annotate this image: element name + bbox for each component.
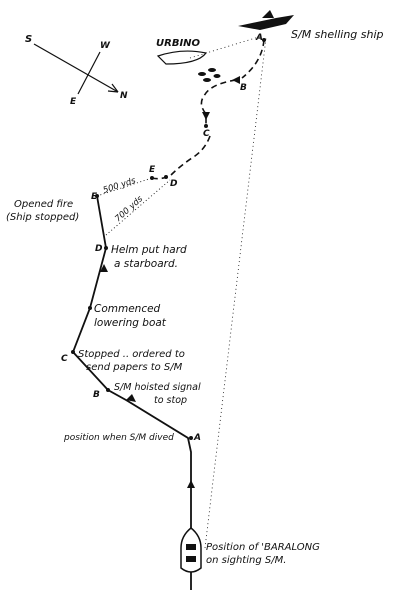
submarine-point-d	[164, 175, 168, 179]
baralong-point-e	[95, 194, 99, 198]
submarine-point-d-label: D	[170, 179, 178, 189]
opened-fire-line1: Opened fire	[14, 199, 73, 210]
baralong-ship-icon	[180, 527, 202, 573]
compass-w-e-line	[77, 51, 101, 95]
submarine-track	[151, 39, 265, 180]
range-700-label: 700 yds	[113, 194, 145, 224]
submarine-point-b-label: B	[240, 83, 247, 93]
helm-line1: Helm put hard	[111, 244, 187, 256]
range-700-line	[105, 179, 171, 236]
stopped-line1: Stopped .. ordered to	[78, 349, 185, 360]
commenced-line1: Commenced	[94, 303, 161, 315]
compass-n-arrowhead	[111, 83, 119, 93]
baralong-point-a	[189, 436, 193, 440]
lifeboat-icon	[213, 74, 221, 78]
range-500-line	[96, 177, 153, 197]
urbino-ship: URBINO	[156, 38, 208, 65]
stopped-line2: send papers to S/M	[86, 362, 183, 373]
baralong-points: A B C D E	[61, 192, 201, 443]
lifeboat-icon	[203, 78, 211, 82]
baralong-point-commenced	[88, 306, 92, 310]
lifeboat-icon	[208, 68, 216, 72]
position-when-dived-label: position when S/M dived	[63, 433, 174, 443]
compass-s-label: S	[25, 34, 32, 45]
submarine-hull-icon	[238, 15, 294, 30]
lifeboats	[198, 68, 221, 82]
submarine-point-e-label: E	[149, 165, 156, 175]
baralong-track-arrow	[187, 480, 195, 488]
opened-fire-line2: (Ship stopped)	[6, 212, 79, 223]
submarine-point-a-label: A	[255, 33, 263, 43]
submarine-point-e	[150, 176, 154, 180]
compass-w-label: W	[100, 41, 111, 51]
compass-s-n-line	[33, 43, 119, 93]
submarine-point-b	[236, 78, 240, 82]
compass-rose: S W E N	[25, 34, 128, 107]
hoisted-signal-line2: to stop	[154, 395, 187, 406]
urbino-hull-icon	[156, 50, 208, 65]
compass-n-label: N	[120, 91, 128, 101]
baralong-point-e-label: E	[91, 192, 98, 202]
shelling-line	[189, 35, 263, 59]
urbino-label: URBINO	[156, 38, 201, 49]
compass-n-arrowhead	[107, 90, 119, 93]
lifeboat-icon	[198, 72, 206, 76]
baralong-label-line1: Position of 'BARALONG	[206, 542, 320, 553]
baralong-point-b-label: B	[93, 390, 100, 400]
hoisted-signal-line1: S/M hoisted signal	[114, 382, 201, 393]
compass-e-label: E	[70, 97, 77, 107]
baralong-track-arrow	[100, 264, 108, 272]
submarine-conning-tower-icon	[262, 10, 274, 18]
baralong-label-line2: on sighting S/M.	[206, 555, 286, 566]
submarine-point-c	[204, 124, 208, 128]
sighting-line	[204, 37, 267, 549]
helm-line2: a starboard.	[114, 258, 178, 270]
range-500-label: 500 yds	[102, 176, 138, 196]
baralong-track-arrow	[126, 394, 136, 402]
submarine-point-a	[262, 38, 266, 42]
baralong-point-c-label: C	[61, 354, 68, 364]
commenced-line2: lowering boat	[94, 317, 167, 329]
baralong-point-d-label: D	[95, 244, 103, 254]
submarine-label: S/M shelling ship	[291, 28, 384, 41]
baralong-point-b	[106, 388, 110, 392]
baralong-point-d	[104, 246, 108, 250]
baralong-point-a-label: A	[193, 433, 201, 443]
submarine-track-arrow	[202, 112, 210, 120]
submarine-point-c-label: C	[203, 129, 210, 139]
baralong-point-c	[71, 350, 75, 354]
submarine-shelling: S/M shelling ship	[238, 10, 384, 41]
submarine-points: A B C D E	[149, 33, 266, 189]
